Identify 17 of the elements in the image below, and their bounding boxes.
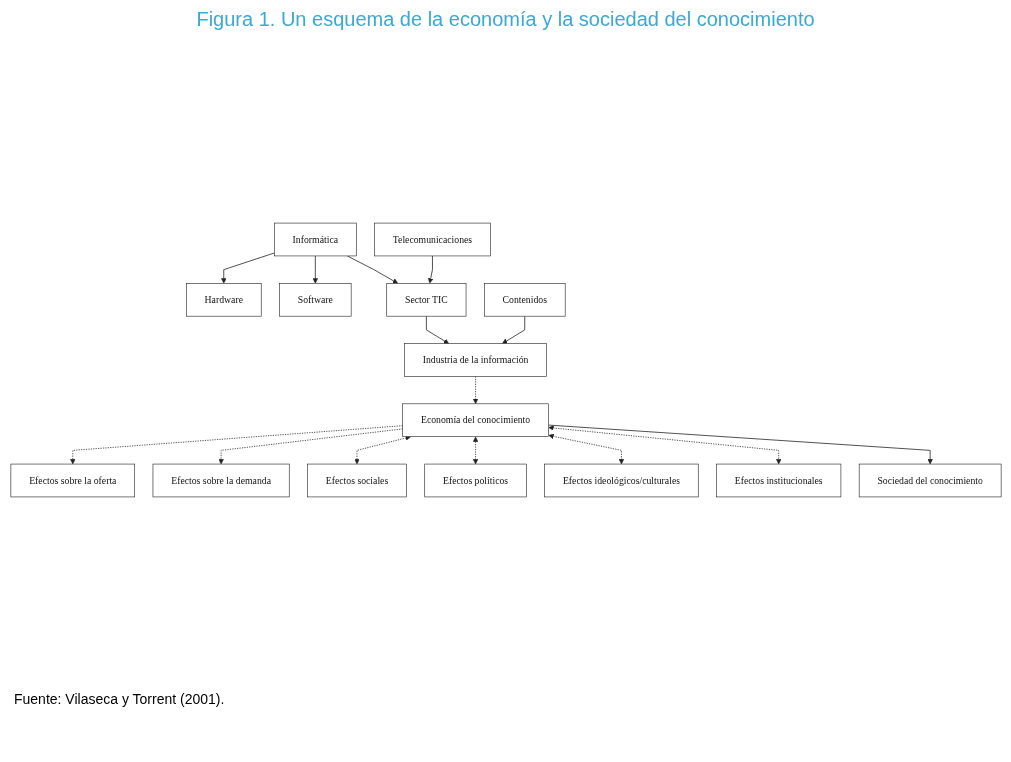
node-box: Telecomunicaciones bbox=[373, 222, 491, 257]
node-box: Industria de la información bbox=[403, 343, 547, 377]
node-box: Efectos institucionales bbox=[715, 463, 841, 498]
node-box: Efectos políticos bbox=[423, 463, 527, 498]
node-box: Efectos sobre la oferta bbox=[10, 463, 135, 498]
node-box: Efectos sociales bbox=[306, 463, 407, 498]
node-box: Efectos ideológicos/culturales bbox=[543, 463, 699, 498]
node-box: Informática bbox=[273, 222, 357, 257]
node-box: Sector TIC bbox=[385, 283, 466, 317]
node-box: Efectos sobre la demanda bbox=[152, 463, 290, 498]
node-box: Software bbox=[278, 283, 351, 317]
source-caption: Fuente: Vilaseca y Torrent (2001). bbox=[14, 691, 226, 707]
node-box: Economía del conocimiento bbox=[401, 403, 549, 437]
node-box: Hardware bbox=[185, 283, 262, 317]
node-box: Sociedad del conocimiento bbox=[858, 463, 1001, 498]
diagram-title: Figura 1. Un esquema de la economía y la sociedad del conocimiento bbox=[195, 8, 816, 31]
node-box: Contenidos bbox=[483, 283, 565, 317]
